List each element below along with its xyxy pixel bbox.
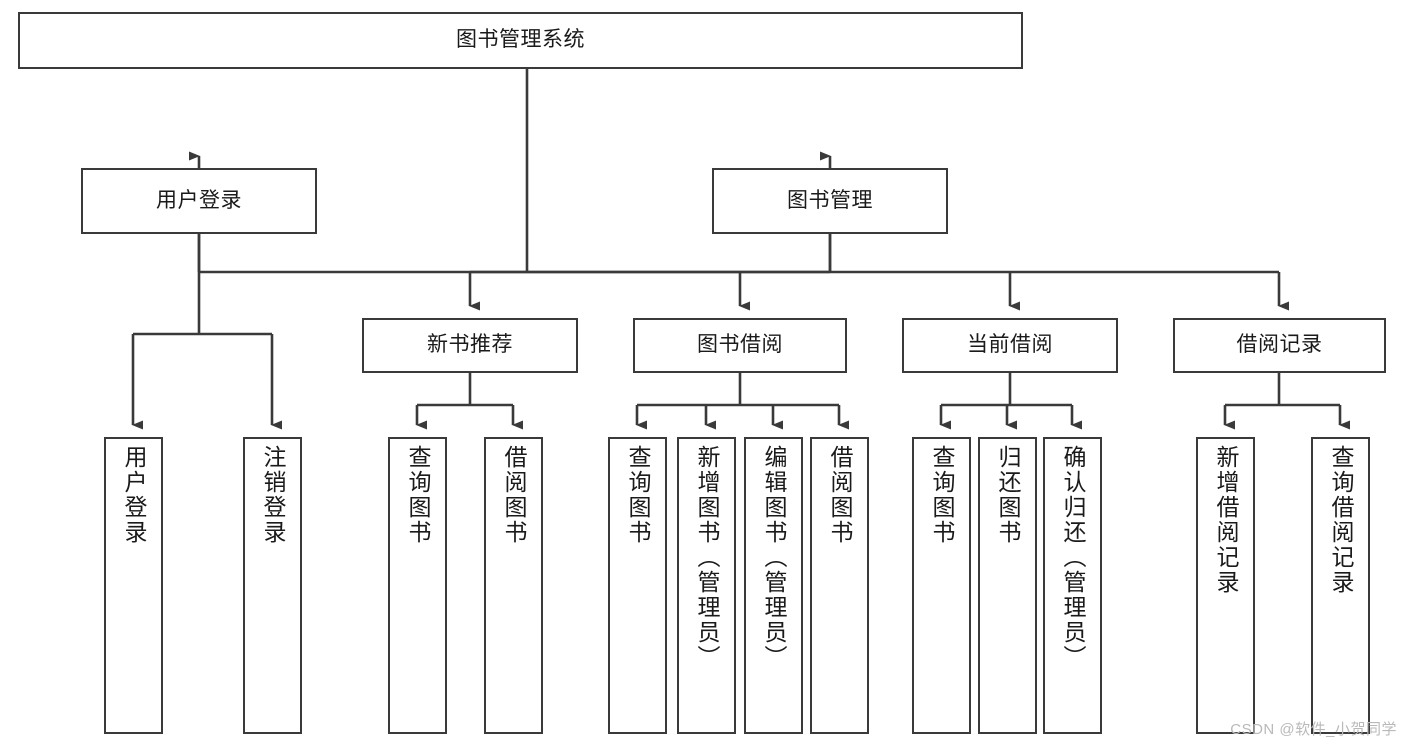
node-level3-2-当前借阅[interactable]: 当前借阅 xyxy=(902,318,1118,373)
watermark-label: CSDN @软件_小贺同学 xyxy=(1230,721,1397,738)
node-root-图书管理系统[interactable]: 图书管理系统 xyxy=(18,12,1023,69)
node-level2-0-用户登录[interactable]: 用户登录 xyxy=(81,168,317,234)
node-label: 新书推荐 xyxy=(427,333,513,357)
node-label: 当前借阅 xyxy=(967,333,1053,357)
node-leaf-3-借阅图书[interactable]: 借阅图书 xyxy=(484,437,543,734)
node-leaf-0-用户登录[interactable]: 用户登录 xyxy=(104,437,163,734)
node-label: 借阅图书 xyxy=(827,445,853,545)
node-label: 图书借阅 xyxy=(697,333,783,357)
node-level3-3-借阅记录[interactable]: 借阅记录 xyxy=(1173,318,1386,373)
node-label: 查询图书 xyxy=(625,445,651,545)
node-label: 新增图书（管理员） xyxy=(694,445,720,670)
node-label: 查询借阅记录 xyxy=(1328,445,1354,595)
node-level3-0-新书推荐[interactable]: 新书推荐 xyxy=(362,318,578,373)
node-label: 确认归还（管理员） xyxy=(1060,445,1086,670)
node-label: 注销登录 xyxy=(260,445,286,545)
node-label: 新增借阅记录 xyxy=(1213,445,1239,595)
node-leaf-12-查询借阅记录[interactable]: 查询借阅记录 xyxy=(1311,437,1370,734)
node-leaf-9-归还图书[interactable]: 归还图书 xyxy=(978,437,1037,734)
node-leaf-2-查询图书[interactable]: 查询图书 xyxy=(388,437,447,734)
node-label: 查询图书 xyxy=(929,445,955,545)
node-label: 图书管理 xyxy=(787,188,873,212)
node-label: 借阅记录 xyxy=(1236,333,1323,357)
node-label: 用户登录 xyxy=(156,188,242,212)
node-leaf-11-新增借阅记录[interactable]: 新增借阅记录 xyxy=(1196,437,1255,734)
node-leaf-1-注销登录[interactable]: 注销登录 xyxy=(243,437,302,734)
node-label: 编辑图书（管理员） xyxy=(761,445,787,670)
node-label: 借阅图书 xyxy=(501,445,527,545)
node-leaf-7-借阅图书[interactable]: 借阅图书 xyxy=(810,437,869,734)
node-leaf-10-确认归还管理员[interactable]: 确认归还（管理员） xyxy=(1043,437,1102,734)
node-level3-1-图书借阅[interactable]: 图书借阅 xyxy=(633,318,847,373)
node-leaf-6-编辑图书管理员[interactable]: 编辑图书（管理员） xyxy=(744,437,803,734)
node-leaf-5-新增图书管理员[interactable]: 新增图书（管理员） xyxy=(677,437,736,734)
node-level2-1-图书管理[interactable]: 图书管理 xyxy=(712,168,948,234)
node-label: 用户登录 xyxy=(121,445,147,545)
node-leaf-8-查询图书[interactable]: 查询图书 xyxy=(912,437,971,734)
node-label: 归还图书 xyxy=(995,445,1021,545)
node-label: 查询图书 xyxy=(405,445,431,545)
node-leaf-4-查询图书[interactable]: 查询图书 xyxy=(608,437,667,734)
node-label: 图书管理系统 xyxy=(456,28,585,52)
